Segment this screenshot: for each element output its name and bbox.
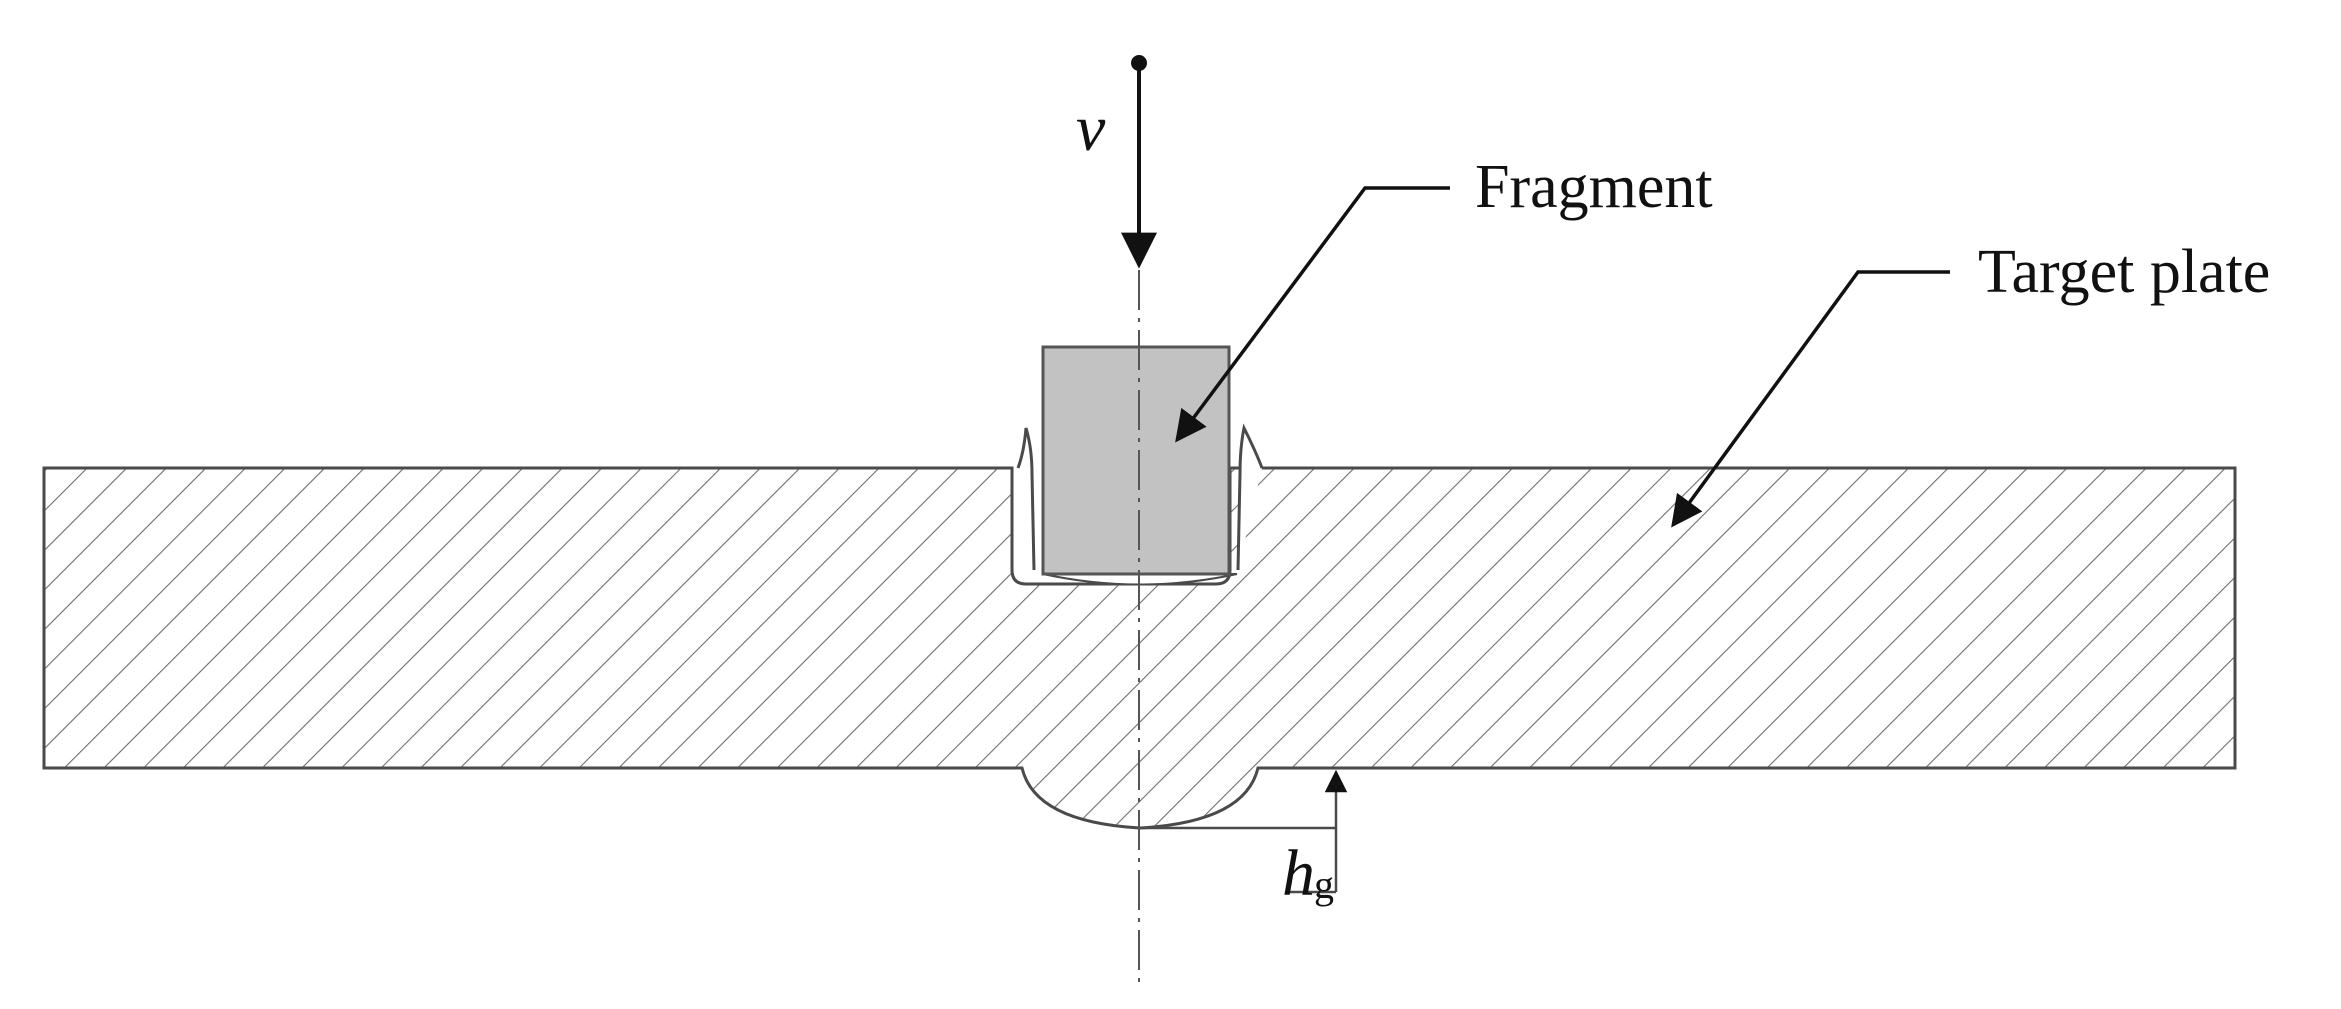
velocity-label: v [1076,92,1106,165]
left-crater-lip [1016,427,1036,571]
fragment-label: Fragment [1475,153,1713,221]
fragment [1041,345,1231,576]
target-plate-callout-leader [1671,270,1950,528]
bulge-height-subscript: g [1314,862,1334,907]
bulge-height-label: h [1282,837,1315,910]
right-crater-lip [1236,423,1264,571]
target-plate-label: Target plate [1978,238,2270,306]
fragment-callout-leader [1175,186,1450,443]
